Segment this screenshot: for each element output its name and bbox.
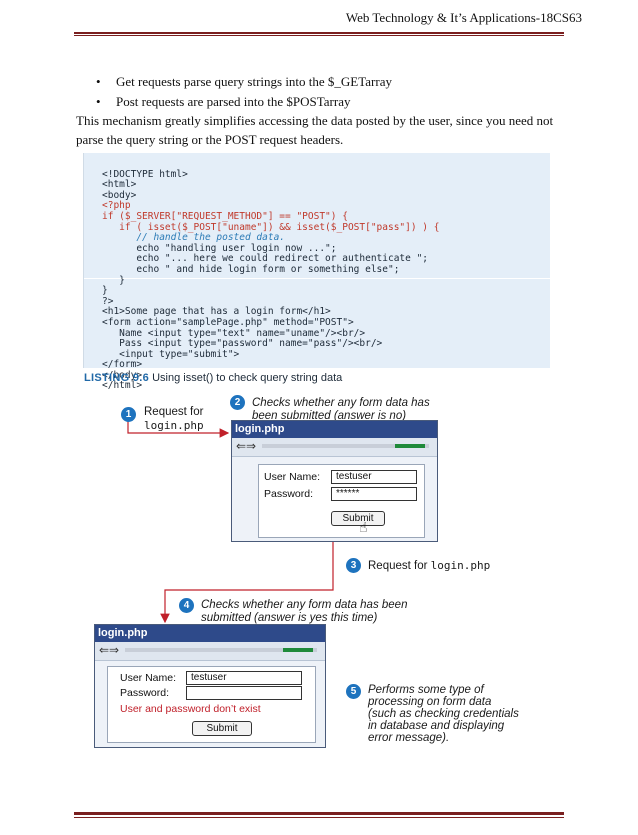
- window-1-form: User Name: testuser Password: ****** Sub…: [258, 464, 425, 538]
- code-line: echo "handling user login now ...";: [102, 242, 337, 254]
- code-line: <?php: [102, 200, 131, 212]
- login-window-1: login.php ⇐⇒ User Name: testuser Passwor…: [231, 420, 438, 542]
- bullet-item: •Post requests are parsed into the $POST…: [96, 94, 351, 109]
- code-line: }: [102, 285, 108, 297]
- window-2-toolbar: ⇐⇒: [95, 642, 325, 661]
- window-2-title: login.php: [95, 625, 325, 642]
- password-label: Password:: [264, 488, 314, 500]
- window-1-title: login.php: [232, 421, 437, 438]
- bullet-item: •Get requests parse query strings into t…: [96, 74, 392, 89]
- step-4-label: Checks whether any form data has been su…: [201, 599, 407, 625]
- footer-rule: [74, 812, 564, 815]
- load-progress: [395, 444, 425, 448]
- step-5-line: in database and displaying: [368, 720, 505, 732]
- cursor-hand-icon: ☝: [359, 520, 368, 536]
- bullet-list: •Get requests parse query strings into t…: [96, 72, 392, 112]
- error-message: User and password don’t exist: [120, 703, 261, 715]
- listing-caption: LISTING 9.6 Using isset() to check query…: [84, 372, 342, 384]
- step-3-text: Request for: [368, 560, 428, 572]
- step-5-line: processing on form data: [368, 696, 492, 708]
- password-input[interactable]: [186, 686, 302, 700]
- code-line: echo "... here we could redirect or auth…: [102, 253, 429, 265]
- window-1-toolbar: ⇐⇒: [232, 438, 437, 457]
- code-line: }: [102, 274, 125, 286]
- bullet-text: Get requests parse query strings into th…: [116, 74, 392, 89]
- code-line: echo " and hide login form or something …: [102, 263, 400, 275]
- code-line: <html>: [102, 179, 137, 191]
- code-line: if ($_SERVER["REQUEST_METHOD"] == "POST"…: [102, 210, 348, 222]
- username-label: User Name:: [120, 672, 177, 684]
- code-line: <input type="submit">: [102, 348, 240, 360]
- step-number-4: 4: [179, 598, 194, 613]
- step-2-label: Checks whether any form data has been su…: [252, 397, 430, 423]
- page-header-title: Web Technology & It’s Applications-18CS6…: [345, 10, 582, 25]
- step-3-mono: login.php: [430, 559, 491, 572]
- code-line: <body>: [102, 189, 137, 201]
- code-line: <h1>Some page that has a login form</h1>: [102, 306, 331, 318]
- body-paragraph: This mechanism greatly simplifies access…: [76, 113, 554, 147]
- connector-request-3: [160, 530, 334, 624]
- code-separator: [84, 278, 550, 279]
- window-2-form: User Name: testuser Password: User and p…: [107, 666, 316, 743]
- step-number-5: 5: [346, 684, 361, 699]
- step-4-line2: submitted (answer is yes this time): [201, 612, 378, 624]
- back-forward-icon[interactable]: ⇐⇒: [99, 643, 120, 657]
- code-line: if ( isset($_POST["uname"]) && isset($_P…: [102, 221, 440, 233]
- step-1-line2: login.php: [144, 419, 204, 432]
- password-input[interactable]: ******: [331, 487, 417, 501]
- back-forward-icon[interactable]: ⇐⇒: [236, 439, 257, 453]
- step-5-line: error message).: [368, 732, 450, 744]
- login-window-2: login.php ⇐⇒ User Name: testuser Passwor…: [94, 624, 326, 748]
- code-line: </form>: [102, 359, 143, 371]
- step-1-line1: Request for: [144, 406, 204, 418]
- code-line: <!DOCTYPE html>: [102, 168, 188, 180]
- submit-button[interactable]: Submit: [331, 511, 385, 526]
- step-5-line: (such as checking credentials: [368, 708, 519, 720]
- step-5-line: Performs some type of: [368, 684, 484, 696]
- code-lines: <!DOCTYPE html> <html> <body> <?php if (…: [102, 159, 439, 392]
- listing-caption-text: Using isset() to check query string data: [152, 372, 343, 384]
- submit-button[interactable]: Submit: [192, 721, 252, 736]
- load-progress: [283, 648, 313, 652]
- code-line: ?>: [102, 295, 114, 307]
- bullet-text: Post requests are parsed into the $POSTa…: [116, 94, 351, 109]
- footer-rule-thin: [74, 817, 564, 818]
- address-bar: [125, 648, 317, 652]
- code-line: Name <input type="text" name="uname"/><b…: [102, 327, 366, 339]
- code-line: // handle the posted data.: [102, 232, 286, 244]
- code-listing: <!DOCTYPE html> <html> <body> <?php if (…: [83, 153, 550, 391]
- step-1-label: Request for login.php: [144, 406, 204, 432]
- password-label: Password:: [120, 687, 170, 699]
- step-2-line1: Checks whether any form data has: [252, 397, 430, 409]
- username-input[interactable]: testuser: [186, 671, 302, 685]
- code-line: </body>: [102, 369, 143, 381]
- code-line: <form action="samplePage.php" method="PO…: [102, 316, 354, 328]
- header-rule-thin: [74, 35, 564, 36]
- step-2-line2: been submitted (answer is no): [252, 410, 407, 422]
- step-4-line1: Checks whether any form data has been: [201, 599, 408, 611]
- step-number-3: 3: [346, 558, 361, 573]
- code-line: Pass <input type="password" name="pass"/…: [102, 338, 383, 350]
- step-number-1: 1: [121, 407, 136, 422]
- step-5-label: Performs some type of processing on form…: [368, 684, 519, 744]
- code-line: </html>: [102, 380, 143, 392]
- step-3-label: Request for login.php: [368, 559, 490, 573]
- step-number-2: 2: [230, 395, 245, 410]
- listing-label: LISTING 9.6: [84, 372, 150, 384]
- address-bar: [262, 444, 429, 448]
- username-label: User Name:: [264, 471, 321, 483]
- username-input[interactable]: testuser: [331, 470, 417, 484]
- header-rule: [74, 32, 564, 34]
